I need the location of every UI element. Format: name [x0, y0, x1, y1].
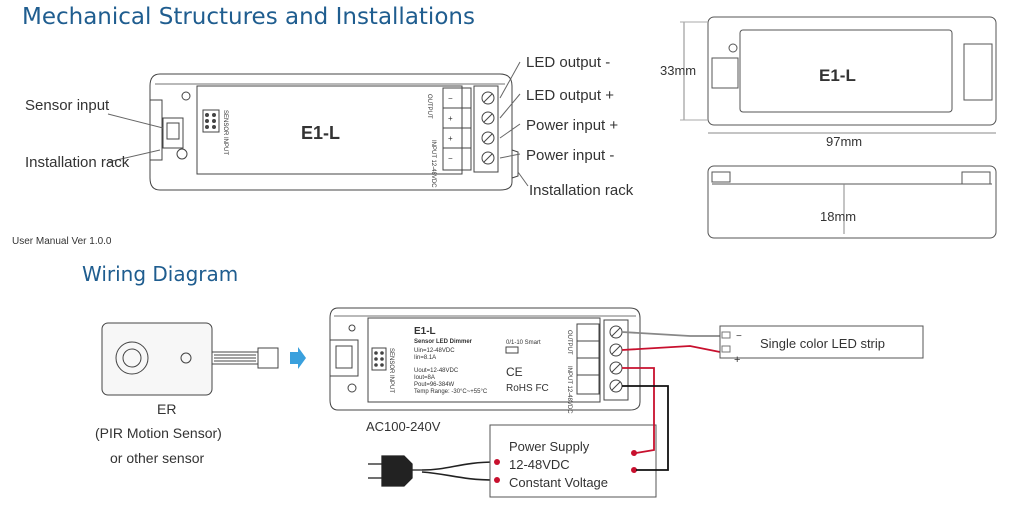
dc-wires	[621, 331, 721, 471]
dimmer-spec-6: Pout=96-384W	[414, 382, 455, 388]
strip-minus-sign: −	[736, 331, 742, 342]
power-supply-line-3: Constant Voltage	[509, 475, 608, 490]
terminal-sign-1: −	[448, 94, 453, 103]
ac-voltage-label: AC100-240V	[366, 419, 441, 434]
ce-mark: CE	[506, 365, 523, 379]
rohs-fc-mark: RoHS FC	[506, 383, 549, 394]
power-input-minus-label: Power input -	[526, 147, 614, 164]
ps-dc-terminal-minus	[631, 467, 637, 473]
input-text: INPUT 12-48VDC	[430, 140, 436, 188]
ps-ac-terminal-2	[494, 477, 500, 483]
led-output-minus-label: LED output -	[526, 54, 610, 71]
dimmer-port-text: SENSOR INPUT	[388, 348, 394, 393]
ps-dc-terminal-plus	[631, 450, 637, 456]
dimmer-spec-1: Uin=12-48VDC	[414, 348, 455, 354]
dimmer-mode-text: 0/1-10 Smart	[506, 340, 541, 346]
dimmer-drawing	[329, 307, 641, 411]
led-strip-box	[719, 325, 924, 359]
dimmer-spec-2: Iin=8.1A	[414, 355, 436, 361]
mechanical-model-label: E1-L	[301, 123, 340, 143]
sensor-caption-1: ER	[157, 401, 176, 417]
sensor-caption-3: or other sensor	[110, 450, 204, 466]
length-dimension: 97mm	[826, 134, 862, 149]
power-supply-box	[489, 424, 657, 498]
sensor-port-text: SENSOR INPUT	[222, 110, 228, 155]
installation-rack-left-label: Installation rack	[25, 154, 130, 171]
sensor-input-label: Sensor input	[25, 97, 110, 114]
dimmer-spec-5: Iout=8A	[414, 375, 435, 381]
power-input-plus-label: Power input +	[526, 117, 618, 134]
pir-sensor-drawing	[101, 322, 279, 396]
dimmer-spec-7: Temp Range: -30°C~+55°C	[414, 389, 488, 395]
strip-plus-sign: +	[734, 354, 740, 366]
dimension-drawings	[680, 16, 997, 239]
power-supply-line-1: Power Supply	[509, 439, 590, 454]
power-supply-line-2: 12-48VDC	[509, 457, 570, 472]
wiring-title: Wiring Diagram	[82, 262, 239, 286]
arrow-icon	[290, 347, 306, 369]
dimmer-subtitle: Sensor LED Dimmer	[414, 339, 473, 345]
dimmer-model: E1-L	[414, 326, 436, 337]
ps-ac-terminal-1	[494, 459, 500, 465]
height-dimension: 33mm	[660, 63, 696, 78]
led-strip-label: Single color LED strip	[760, 336, 885, 351]
ac-plug-drawing	[368, 455, 497, 487]
sensor-caption-2: (PIR Motion Sensor)	[95, 425, 222, 441]
faded-footer-text: User Manual Ver 1.0.0	[12, 236, 112, 247]
depth-dimension: 18mm	[820, 209, 856, 224]
output-text: OUTPUT	[426, 94, 432, 119]
dimmer-input-text: INPUT 12-48VDC	[566, 366, 572, 414]
mechanical-device-drawing	[107, 61, 529, 191]
installation-rack-right-label: Installation rack	[529, 182, 634, 199]
led-output-plus-label: LED output +	[526, 87, 614, 104]
terminal-sign-4: −	[448, 154, 453, 163]
terminal-sign-3: +	[448, 134, 453, 143]
dimension-model-label: E1-L	[819, 66, 856, 85]
terminal-sign-2: +	[448, 114, 453, 123]
mechanical-title: Mechanical Structures and Installations	[22, 4, 475, 30]
dimmer-output-text: OUTPUT	[566, 330, 572, 355]
dimmer-spec-4: Uout=12-48VDC	[414, 368, 459, 374]
